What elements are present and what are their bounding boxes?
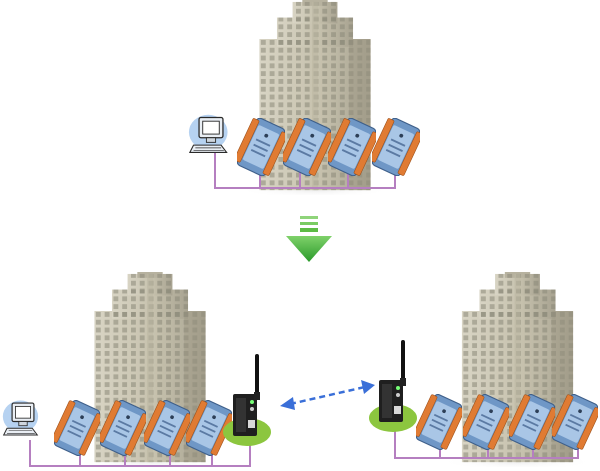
desktop-pc-icon <box>2 399 39 436</box>
wireless-modem-icon <box>369 340 417 432</box>
wireless-modem-icon <box>223 354 271 446</box>
top-site <box>188 0 420 195</box>
wireless-link-arrow <box>280 380 375 410</box>
io-module-icon <box>416 394 462 450</box>
io-module-icon <box>372 118 420 176</box>
bottom-left-site <box>2 272 271 467</box>
down-arrow-icon <box>286 216 332 262</box>
desktop-pc-icon <box>188 114 229 154</box>
bottom-right-site <box>369 272 598 467</box>
